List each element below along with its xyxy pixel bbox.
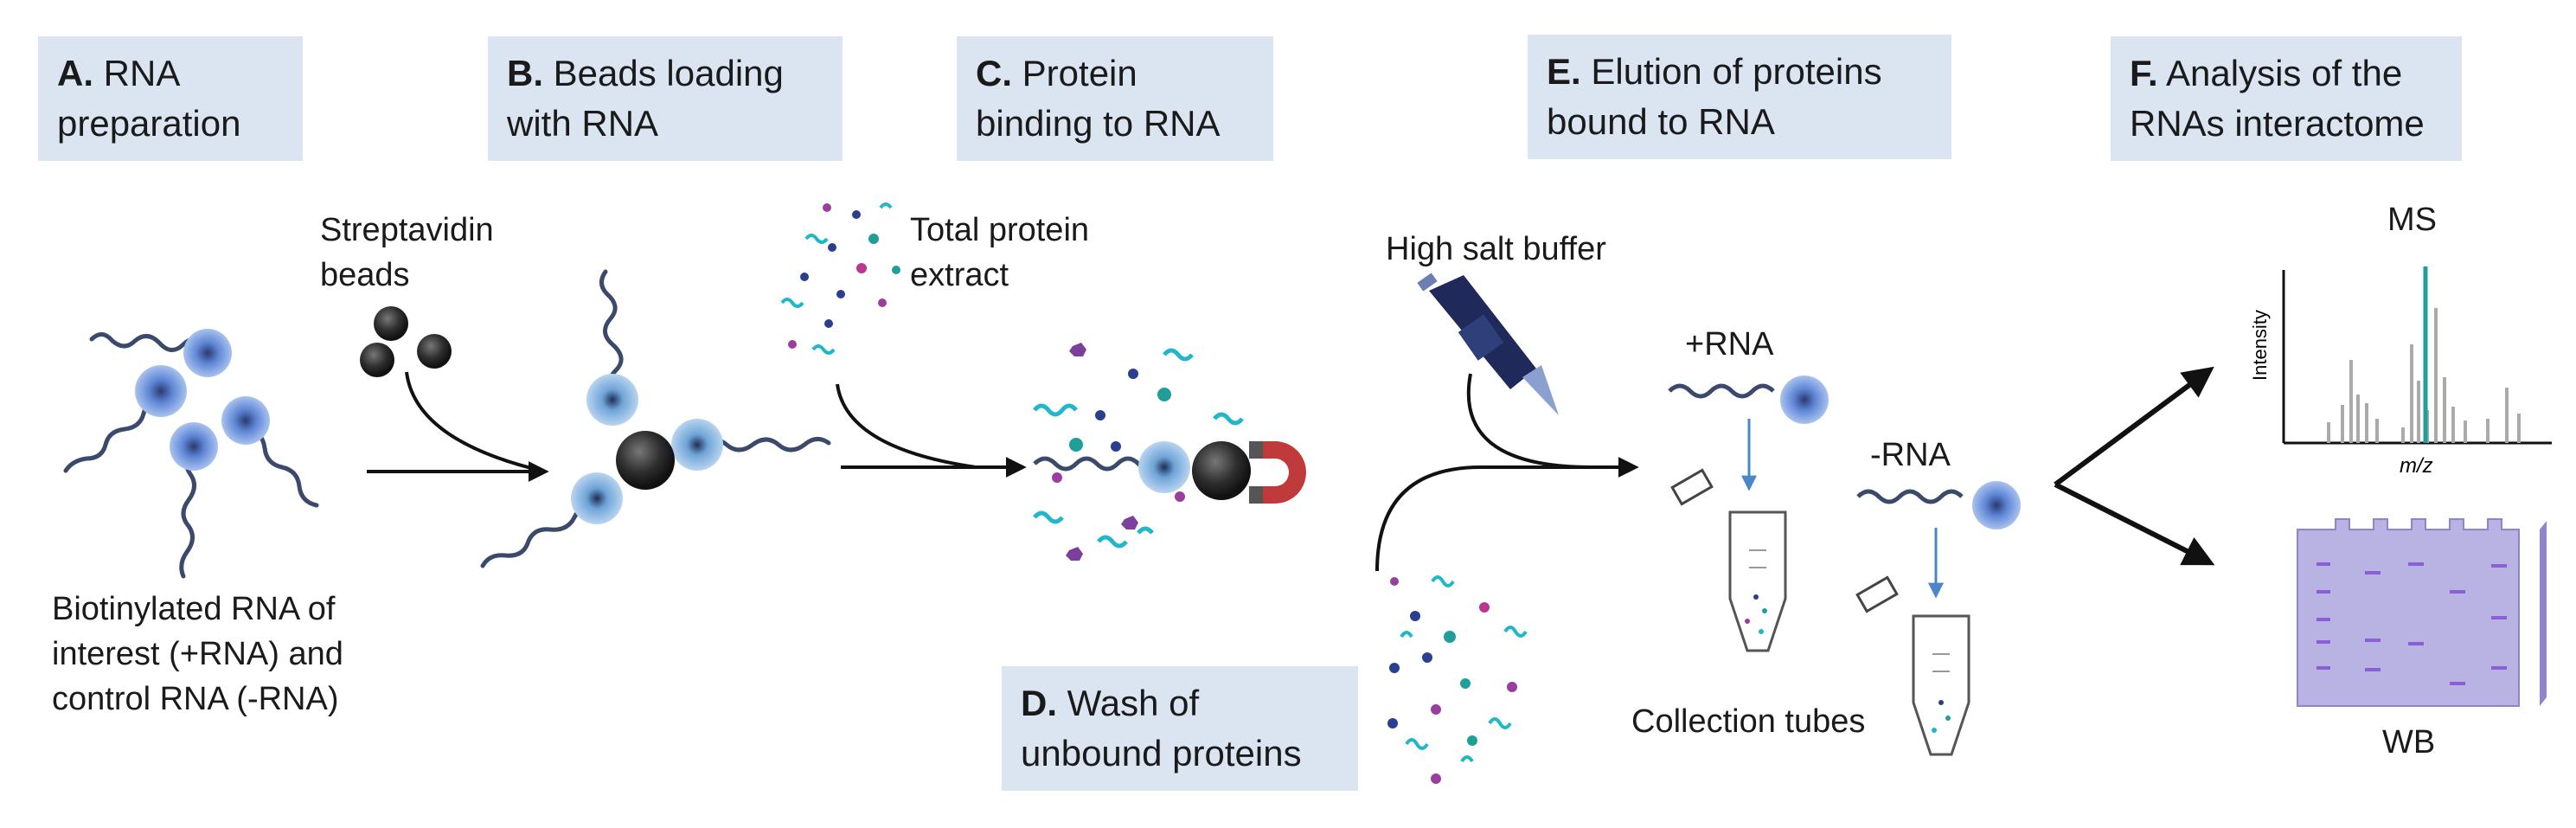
plus-rna-tube xyxy=(1670,468,1787,652)
rna-bead-1 xyxy=(183,329,232,377)
bound-rna-bead xyxy=(1138,441,1190,493)
streptavidin-label-line1: Streptavidin xyxy=(320,212,494,248)
curved-arrow-beads xyxy=(405,371,546,473)
step-c-title-line2: binding to RNA xyxy=(976,103,1221,144)
streptavidin-label-line2: beads xyxy=(320,257,410,293)
step-b-title-line1: Beads loading xyxy=(553,53,784,93)
rna-bead-2 xyxy=(135,365,187,417)
rna-bead-4 xyxy=(221,396,270,445)
biotin-rna-label-line1: Biotinylated RNA of xyxy=(52,591,336,627)
ms-mz-axis-label: m/z xyxy=(2400,454,2433,478)
arrow-to-wb xyxy=(2054,482,2215,566)
rna-bead-3 xyxy=(170,422,218,471)
step-f-letter: F. xyxy=(2130,53,2158,93)
streptavidin-bead-2 xyxy=(360,343,394,377)
streptavidin-bead-1 xyxy=(374,306,408,341)
step-c-title-line1: Protein xyxy=(1022,53,1137,93)
streptavidin-bead-3 xyxy=(417,334,452,369)
step-c-letter: C. xyxy=(976,53,1012,93)
curved-arrow-protein xyxy=(836,383,977,469)
biotinylated-rna-cluster xyxy=(63,332,319,579)
step-c-box: C. Protein binding to RNA xyxy=(957,36,1273,161)
arrow-to-ms xyxy=(2054,366,2214,487)
step-e-title-line1: Elution of proteins xyxy=(1591,51,1882,92)
binding-proteins xyxy=(1033,343,1244,561)
bound-streptavidin-bead xyxy=(1192,441,1251,500)
step-a-title-line1: RNA xyxy=(103,53,181,93)
pipette-icon xyxy=(1417,273,1559,415)
step-d-title-line1: Wash of xyxy=(1067,683,1200,723)
minus-rna-strand xyxy=(1856,489,1964,504)
unbound-proteins xyxy=(1387,575,1528,784)
streptavidin-bead-center xyxy=(616,431,675,490)
total-protein-label-line1: Total protein xyxy=(910,212,1090,248)
wb-label: WB xyxy=(2382,724,2436,761)
step-b-title-line2: with RNA xyxy=(507,103,659,144)
ms-label: MS xyxy=(2387,202,2437,238)
plus-rna-strand xyxy=(1668,383,1775,399)
step-a-title-line2: preparation xyxy=(57,103,241,144)
plus-rna-label: +RNA xyxy=(1685,326,1774,363)
loaded-rna-bead-bottom xyxy=(571,472,623,524)
plus-rna-bead xyxy=(1780,375,1829,424)
curved-arrow-salt xyxy=(1466,373,1592,469)
magnet-icon xyxy=(1249,441,1306,504)
step-e-letter: E. xyxy=(1547,51,1581,92)
step-d-letter: D. xyxy=(1021,683,1057,723)
step-a-box: A. RNA preparation xyxy=(38,36,303,161)
step-a-letter: A. xyxy=(57,53,93,93)
step-b-box: B. Beads loading with RNA xyxy=(488,36,843,161)
total-protein-label-line2: extract xyxy=(910,257,1009,293)
minus-rna-label: -RNA xyxy=(1870,437,1951,473)
step-e-title-line2: bound to RNA xyxy=(1547,101,1775,142)
step-f-box: F. Analysis of the RNAs interactome xyxy=(2111,36,2462,161)
step-b-letter: B. xyxy=(507,53,543,93)
step-d-title-line2: unbound proteins xyxy=(1021,733,1302,773)
ms-spectrum xyxy=(2282,266,2552,445)
loaded-bead-rnas xyxy=(480,269,831,568)
loaded-rna-bead-top xyxy=(586,374,638,426)
step-e-box: E. Elution of proteins bound to RNA xyxy=(1528,35,1951,159)
minus-rna-tube xyxy=(1855,575,1970,756)
step-f-title-line1: Analysis of the xyxy=(2166,53,2403,93)
arrow-wash xyxy=(1375,457,1639,572)
loaded-rna-bead-right xyxy=(671,419,723,471)
ms-intensity-axis-label: Intensity xyxy=(2249,310,2271,381)
protein-extract-particles xyxy=(780,202,900,355)
biotin-rna-label-line2: interest (+RNA) and xyxy=(52,636,343,672)
step-d-box: D. Wash of unbound proteins xyxy=(1002,666,1358,791)
minus-rna-bead xyxy=(1972,481,2021,530)
western-blot-gel xyxy=(2297,518,2547,707)
biotin-rna-label-line3: control RNA (-RNA) xyxy=(52,681,339,717)
step-f-title-line2: RNAs interactome xyxy=(2130,103,2425,144)
collection-tubes-label: Collection tubes xyxy=(1631,703,1866,740)
high-salt-buffer-label: High salt buffer xyxy=(1386,231,1606,267)
